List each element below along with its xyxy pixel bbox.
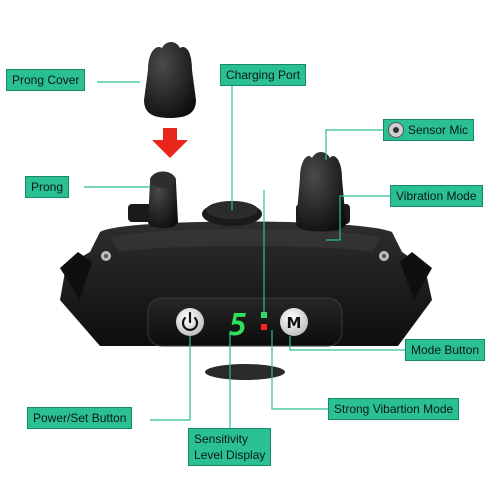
sensor-mic-text: Sensor Mic [408, 123, 469, 137]
mode-button-letter: M [287, 314, 302, 332]
strong-vibration-indicator [261, 324, 267, 330]
prong-cover [144, 42, 196, 118]
strong-vibration-mode-label: Strong Vibartion Mode [328, 398, 460, 420]
leader-lines [84, 81, 408, 428]
vibration-mode-label: Vibration Mode [390, 185, 483, 207]
power-icon [181, 311, 199, 331]
prong-label: Prong [25, 176, 70, 198]
sensitivity-level-display-label: Sensitivity Level Display [188, 428, 272, 466]
sensor-mic-label: Sensor Mic [383, 119, 475, 141]
sensitivity-label-line2: Level Display [194, 448, 266, 462]
sensitivity-display-digit: 5 [229, 308, 247, 343]
prong-cover-label: Prong Cover [6, 69, 86, 91]
prong-left [128, 171, 178, 228]
sensitivity-label-line1: Sensitivity [194, 432, 249, 446]
sensor-mic-icon [388, 121, 404, 138]
mode-button[interactable]: M [280, 308, 308, 336]
prong-right [296, 152, 350, 232]
arrow-down-icon [152, 128, 188, 158]
power-button[interactable] [176, 308, 204, 336]
power-set-button-label: Power/Set Button [27, 407, 133, 429]
mode-button-label: Mode Button [405, 339, 486, 361]
charging-port-label: Charging Port [220, 64, 307, 86]
